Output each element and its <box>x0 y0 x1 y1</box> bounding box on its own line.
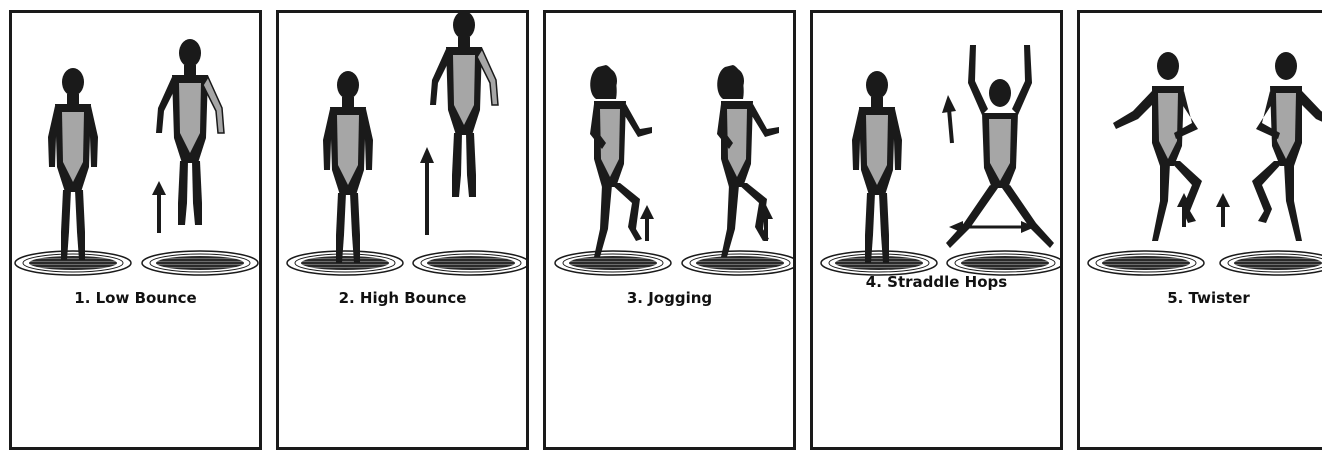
exercise-panel-low-bounce: 1. Low Bounce <box>9 10 262 450</box>
jogging-illustration <box>546 13 793 447</box>
exercise-label: 1. Low Bounce <box>12 289 259 307</box>
twister-illustration <box>1080 13 1322 447</box>
up-arrow-icon <box>1216 193 1230 227</box>
figure-low-jump <box>156 39 224 225</box>
rebounder-right <box>142 251 258 275</box>
exercise-panel-twister: 5. Twister <box>1077 10 1322 450</box>
exercise-label: 3. Jogging <box>546 289 793 307</box>
up-arrow-icon <box>942 95 956 143</box>
double-arrow-icon <box>949 221 1035 233</box>
exercise-panel-high-bounce: 2. High Bounce <box>276 10 529 450</box>
up-arrow-icon <box>640 205 654 241</box>
up-arrow-icon <box>420 147 434 235</box>
up-arrow-icon <box>152 181 166 233</box>
exercise-label: 2. High Bounce <box>279 289 526 307</box>
exercise-label: 4. Straddle Hops <box>813 273 1060 291</box>
straddle-hops-illustration <box>813 13 1060 447</box>
high-bounce-illustration <box>279 13 526 447</box>
rebounder-left <box>15 251 131 275</box>
figure-standing <box>48 68 98 260</box>
exercise-panel-straddle-hops: 4. Straddle Hops <box>810 10 1063 450</box>
low-bounce-illustration <box>12 13 259 447</box>
exercise-panel-jogging: 3. Jogging <box>543 10 796 450</box>
exercise-label: 5. Twister <box>1080 289 1322 307</box>
